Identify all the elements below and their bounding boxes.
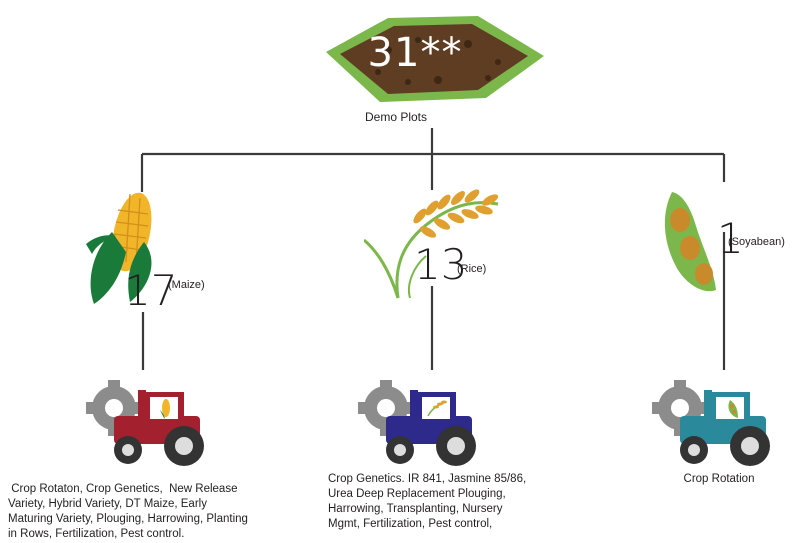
maize-icon — [86, 192, 152, 304]
maize-practice-line: Crop Rotaton, Crop Genetics, New Release — [8, 483, 238, 495]
maize-tractor-icon — [86, 380, 204, 466]
soyabean-icon — [664, 192, 716, 292]
maize-practices: Crop Rotaton, Crop Genetics, New Release… — [8, 482, 308, 542]
soyabean-label: (Soyabean) — [728, 236, 785, 248]
root-count: 31** — [367, 30, 463, 76]
maize-practice-line: Maturing Variety, Plouging, Harrowing, P… — [8, 513, 248, 525]
rice-practice-line: Mgmt, Fertilization, Pest control, — [328, 518, 493, 530]
rice-tractor-icon — [358, 380, 476, 466]
rice-practice-line: Harrowing, Transplanting, Nursery — [328, 503, 503, 515]
rice-icon — [364, 189, 499, 299]
soyabean-count: 1 — [717, 214, 744, 263]
rice-practices: Crop Genetics. IR 841, Jasmine 85/86, Ur… — [328, 472, 558, 532]
maize-count: 17 — [124, 266, 178, 315]
rice-practice-line: Crop Genetics. IR 841, Jasmine 85/86, — [328, 473, 527, 485]
maize-practice-line: Variety, Hybrid Variety, DT Maize, Early — [8, 498, 207, 510]
soyabean-practices: Crop Rotation — [664, 472, 774, 487]
soil-plot-icon — [326, 16, 544, 102]
root-label: Demo Plots — [364, 110, 428, 124]
soyabean-practice-line: Crop Rotation — [683, 473, 755, 485]
rice-count: 13 — [414, 240, 468, 289]
soyabean-tractor-icon — [652, 380, 770, 466]
maize-practice-line: in Rows, Fertilization, Pest control. — [8, 528, 185, 540]
rice-label: (Rice) — [457, 263, 487, 275]
rice-practice-line: Urea Deep Replacement Plouging, — [328, 488, 506, 500]
maize-label: (Maize) — [168, 279, 205, 291]
